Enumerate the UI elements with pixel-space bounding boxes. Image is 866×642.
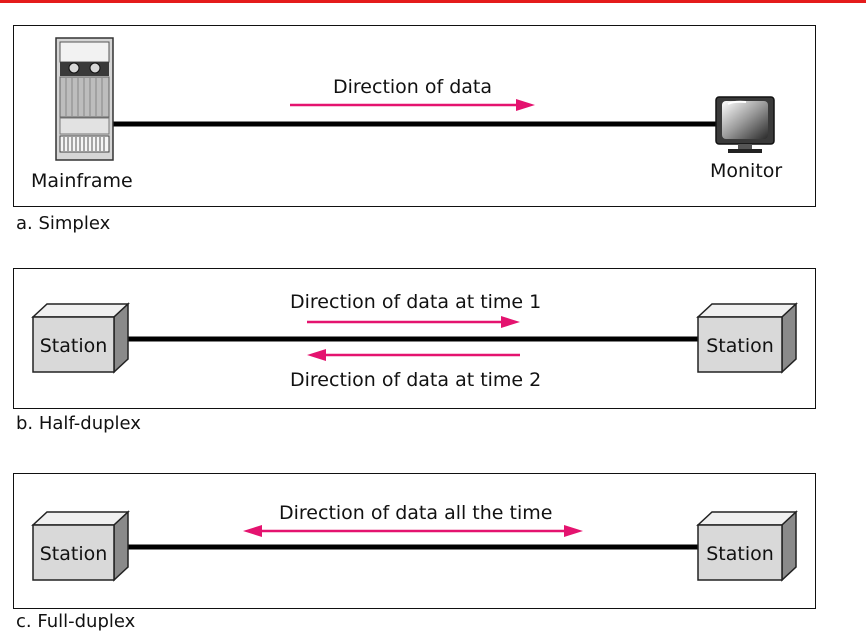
monitor-label: Monitor — [710, 160, 783, 182]
half-duplex-label-time2: Direction of data at time 2 — [290, 369, 542, 391]
simplex-panel — [13, 25, 816, 207]
half-duplex-right-station-icon — [696, 302, 798, 374]
full-duplex-right-station-icon — [696, 510, 798, 582]
half-duplex-left-station-label: Station — [39, 335, 108, 357]
simplex-caption: a. Simplex — [16, 213, 111, 234]
full-duplex-left-station-icon — [31, 510, 130, 582]
mainframe-label: Mainframe — [31, 170, 133, 192]
full-duplex-caption: c. Full-duplex — [16, 611, 136, 632]
simplex-direction-arrow — [290, 99, 535, 111]
half-duplex-right-station-label: Station — [706, 335, 774, 357]
half-duplex-arrow-time2 — [307, 349, 520, 361]
simplex-direction-label: Direction of data — [333, 76, 493, 98]
full-duplex-panel — [13, 473, 816, 609]
mainframe-icon — [55, 37, 114, 161]
top-accent-line — [0, 0, 866, 3]
half-duplex-left-station-icon — [31, 302, 130, 374]
full-duplex-bidirectional-arrow — [243, 525, 583, 537]
half-duplex-arrow-time1 — [307, 316, 520, 328]
full-duplex-left-station-label: Station — [39, 543, 108, 565]
full-duplex-direction-label: Direction of data all the time — [279, 502, 553, 524]
monitor-icon — [715, 96, 775, 153]
half-duplex-caption: b. Half-duplex — [16, 413, 141, 434]
full-duplex-right-station-label: Station — [706, 543, 774, 565]
half-duplex-label-time1: Direction of data at time 1 — [290, 291, 542, 313]
